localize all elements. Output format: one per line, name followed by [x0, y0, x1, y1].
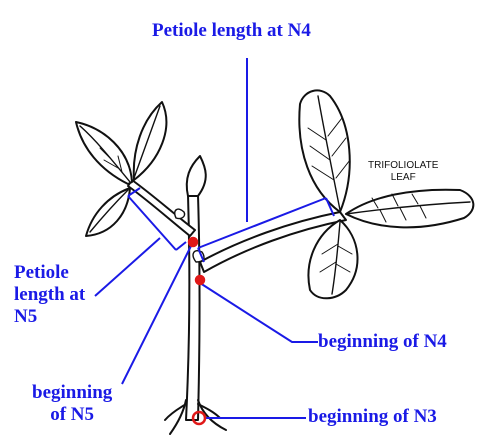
trifoliolate-line-1: TRIFOLIOLATE: [368, 160, 438, 172]
trifoliolate-leaf-label: TRIFOLIOLATE LEAF: [368, 160, 438, 184]
beginning-n4-leader-line: [200, 283, 318, 342]
n5-node-marker: [189, 238, 197, 246]
beginning-n4-label: beginning of N4: [318, 331, 447, 353]
leaflet-right-top: [299, 90, 349, 212]
petiole-n4-title: Petiole length at N4: [152, 20, 311, 42]
leaflet-right-side: [346, 190, 473, 228]
beginning-n3-label: beginning of N3: [308, 406, 437, 428]
petiole-n5-line-2: length at: [14, 284, 85, 306]
trifoliolate-line-2: LEAF: [368, 172, 438, 184]
beginning-n5-label: beginning of N5: [32, 382, 112, 426]
beginning-n5-leader-line: [122, 244, 192, 384]
leaflet-left-top-right: [134, 102, 167, 180]
beginning-n5-line-2: of N5: [32, 404, 112, 426]
n5-stipule: [175, 209, 185, 218]
petiole-n5-label: Petiole length at N5: [14, 262, 85, 328]
beginning-n5-line-1: beginning: [32, 382, 112, 404]
petiole-n5-line-3: N5: [14, 306, 85, 328]
petiole-n5-line-1: Petiole: [14, 262, 85, 284]
n4-node-marker: [196, 276, 204, 284]
apical-bud: [187, 156, 206, 196]
n5-leader-line: [95, 238, 160, 296]
